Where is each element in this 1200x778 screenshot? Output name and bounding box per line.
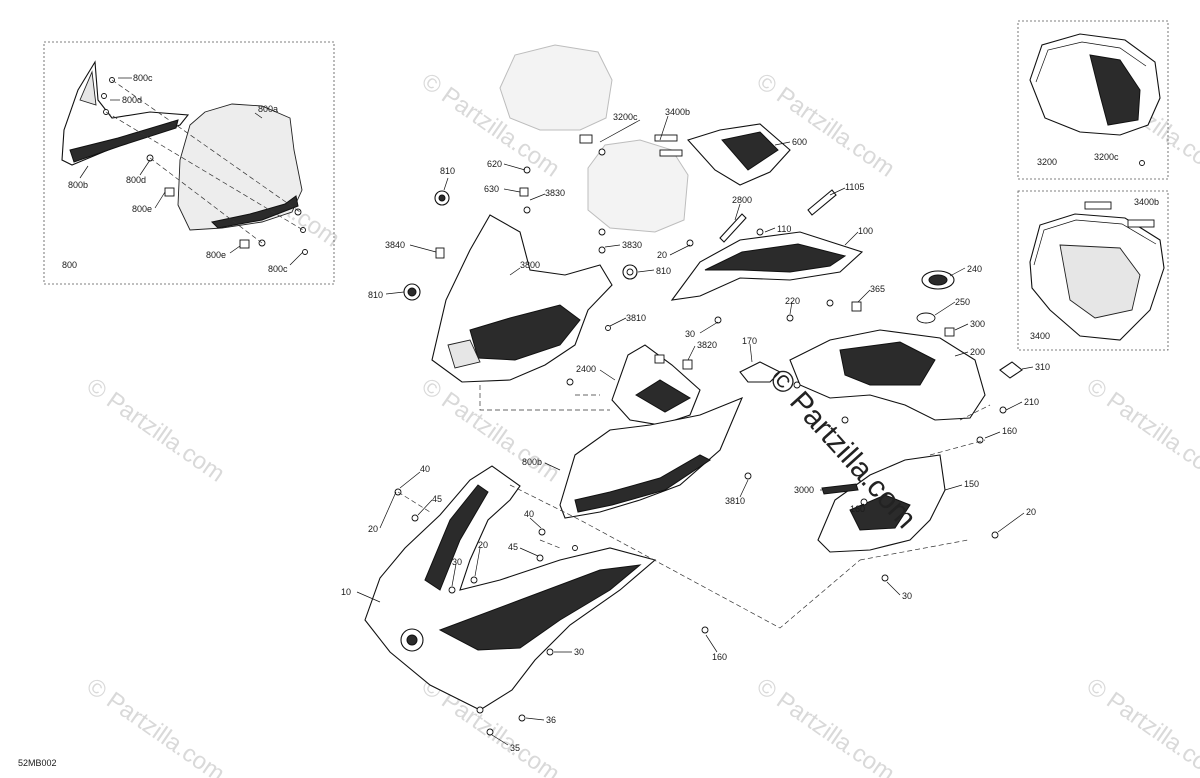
callout-800d: 800d: [122, 95, 142, 105]
callout-3820: 3820: [697, 340, 717, 350]
inset-3400b-label: 3400b: [1134, 197, 1159, 207]
ghost-parts: [499, 44, 689, 233]
callout-110: 110: [777, 224, 791, 234]
callout-20: 20: [1026, 507, 1036, 517]
callout-310: 310: [1035, 362, 1050, 372]
callout-800e: 800e: [206, 250, 226, 260]
callout-800b: 800b: [522, 457, 542, 467]
callout-150: 150: [964, 479, 979, 489]
callout-35: 35: [510, 743, 520, 753]
callout-160: 160: [712, 652, 727, 662]
watermark: © Partzilla.com: [82, 373, 230, 488]
callout-810: 810: [440, 166, 455, 176]
callout-800e: 800e: [132, 204, 152, 214]
inset-3200c-label: 3200c: [1094, 152, 1119, 162]
callout-2400: 2400: [576, 364, 596, 374]
callout-3000: 3000: [794, 485, 814, 495]
callout-3840: 3840: [385, 240, 405, 250]
callout-250: 250: [955, 297, 970, 307]
callout-30: 30: [685, 329, 695, 339]
callout-810: 810: [368, 290, 383, 300]
callout-30: 30: [902, 591, 912, 601]
leader-lines: [79, 77, 1034, 746]
callout-40: 40: [524, 509, 534, 519]
callout-3830: 3830: [545, 188, 565, 198]
callout-3800: 3800: [520, 260, 540, 270]
callout-800c: 800c: [268, 264, 288, 274]
callout-170: 170: [742, 336, 757, 346]
watermark: © Partzilla.com: [82, 673, 230, 778]
callout-240: 240: [967, 264, 982, 274]
diagram-code: 52MB002: [18, 758, 57, 768]
callout-630: 630: [484, 184, 499, 194]
callout-3810: 3810: [725, 496, 745, 506]
callout-620: 620: [487, 159, 502, 169]
callout-20: 20: [657, 250, 667, 260]
callout-40: 40: [420, 464, 430, 474]
callout-30: 30: [452, 557, 462, 567]
callout-20: 20: [478, 540, 488, 550]
watermark: © Partzilla.com: [752, 673, 900, 778]
callout-labels: 800c 800d 800a 800b 800d 800e 800e 800c …: [18, 73, 1159, 768]
callout-100: 100: [858, 226, 873, 236]
assembly-lines: [397, 385, 991, 629]
inset-windshield: [43, 41, 335, 285]
callout-1105: 1105: [845, 182, 864, 192]
callout-3400b: 3400b: [665, 107, 690, 117]
callout-200: 200: [970, 347, 985, 357]
inset-800-label: 800: [62, 260, 77, 270]
callout-800b: 800b: [68, 180, 88, 190]
callout-3200c: 3200c: [613, 112, 638, 122]
callout-10: 10: [341, 587, 351, 597]
callout-160: 160: [1002, 426, 1017, 436]
inset-cover: [1017, 20, 1169, 180]
callout-800a: 800a: [258, 104, 278, 114]
callout-800c: 800c: [133, 73, 153, 83]
callout-30: 30: [574, 647, 584, 657]
callout-3830: 3830: [622, 240, 642, 250]
callout-36: 36: [546, 715, 556, 725]
watermark: © Partzilla.com: [1082, 673, 1200, 778]
inset-3400-label: 3400: [1030, 331, 1050, 341]
callout-220: 220: [785, 296, 800, 306]
callout-300: 300: [970, 319, 985, 329]
callout-800d: 800d: [126, 175, 146, 185]
watermark: © Partzilla.com: [1082, 373, 1200, 488]
main-parts: [364, 123, 1023, 711]
callout-2800: 2800: [732, 195, 752, 205]
callout-365: 365: [870, 284, 885, 294]
inset-3200-label: 3200: [1037, 157, 1057, 167]
callout-45: 45: [508, 542, 518, 552]
callout-210: 210: [1024, 397, 1039, 407]
callout-45: 45: [432, 494, 442, 504]
inset-frame: [1017, 190, 1169, 351]
callout-810: 810: [656, 266, 671, 276]
callout-600: 600: [792, 137, 807, 147]
callout-3810: 3810: [626, 313, 646, 323]
callout-160: 160: [850, 504, 865, 514]
callout-20: 20: [368, 524, 378, 534]
